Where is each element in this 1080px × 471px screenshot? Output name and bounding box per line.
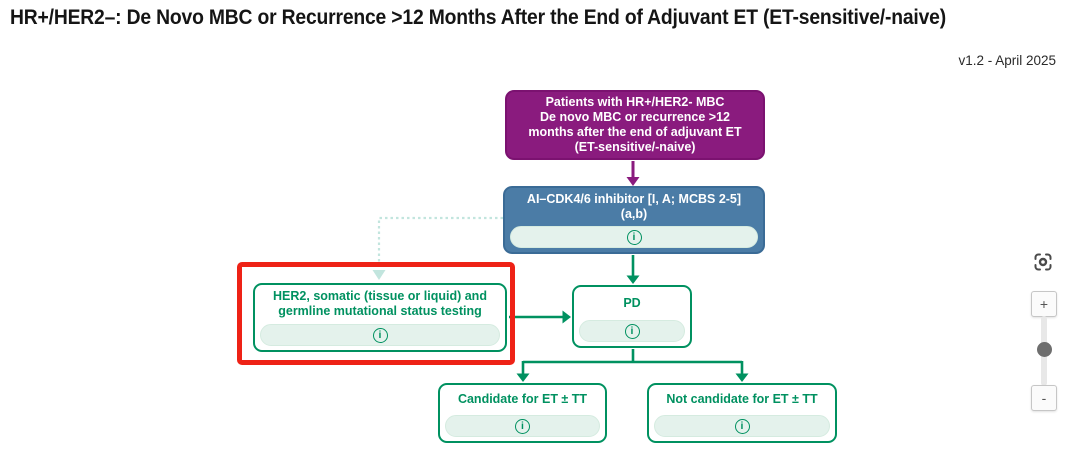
node-not-candidate-et-tt: Not candidate for ET ± TT i <box>647 383 837 443</box>
node-her2-testing-label: HER2, somatic (tissue or liquid) and ger… <box>273 289 487 318</box>
node-candidate-et-tt: Candidate for ET ± TT i <box>438 383 607 443</box>
info-icon: i <box>624 323 640 339</box>
zoom-out-button[interactable]: - <box>1031 385 1057 411</box>
info-icon: i <box>734 418 750 434</box>
node-her2-testing: HER2, somatic (tissue or liquid) and ger… <box>253 283 507 352</box>
node-pd: PD i <box>572 285 692 348</box>
info-icon: i <box>626 229 642 245</box>
node-candidate-label: Candidate for ET ± TT <box>457 392 588 406</box>
info-icon: i <box>515 418 530 434</box>
arrow-her2-testing-to-pd <box>509 310 571 324</box>
zoom-in-button[interactable]: + <box>1031 291 1057 317</box>
info-icon: i <box>372 327 388 343</box>
zoom-slider-handle[interactable] <box>1037 342 1052 357</box>
arrow-patients-to-cdk46 <box>626 161 640 186</box>
info-strip-pd[interactable]: i <box>579 320 685 342</box>
center-focus-icon <box>1034 253 1052 271</box>
info-strip-not-candidate[interactable]: i <box>654 415 830 437</box>
info-strip-her2-testing[interactable]: i <box>260 324 500 346</box>
node-cdk46-inhibitor: AI–CDK4/6 inhibitor [I, A; MCBS 2-5] (a,… <box>503 186 765 254</box>
branch-pd-to-candidates <box>516 349 749 382</box>
node-cdk46-label: AI–CDK4/6 inhibitor [I, A; MCBS 2-5] (a,… <box>526 191 742 221</box>
info-strip-cdk46[interactable]: i <box>510 226 758 248</box>
arrow-cdk46-to-pd <box>626 255 640 284</box>
node-pd-label: PD <box>623 295 641 310</box>
reset-view-button[interactable] <box>1031 250 1055 274</box>
node-not-candidate-label: Not candidate for ET ± TT <box>666 392 818 406</box>
highlight-box <box>237 262 515 365</box>
dashed-arrow-cdk46-to-her2-testing <box>372 216 503 280</box>
node-patients-label: Patients with HR+/HER2- MBC De novo MBC … <box>528 95 742 154</box>
page-title: HR+/HER2–: De Novo MBC or Recurrence >12… <box>10 6 946 29</box>
version-label: v1.2 - April 2025 <box>958 53 1056 68</box>
info-strip-candidate[interactable]: i <box>445 415 600 437</box>
node-patients: Patients with HR+/HER2- MBC De novo MBC … <box>505 90 765 160</box>
